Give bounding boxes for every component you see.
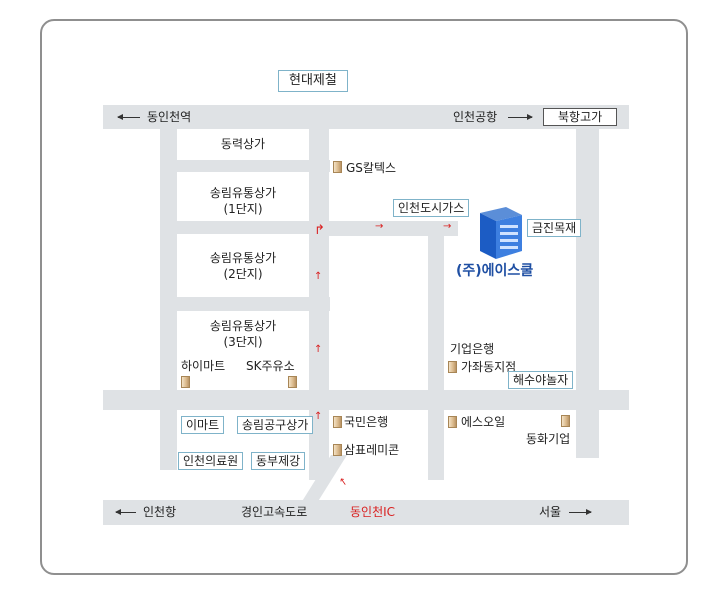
block-songrim-1: 송림유통상가 (1단지) [177, 185, 309, 217]
arrow-left-icon [117, 114, 140, 120]
songrim3-name: 송림유통상가 [209, 319, 277, 333]
gyeongin-expressway-label: 경인고속도로 [241, 505, 308, 519]
seoul-label: 서울 [539, 505, 562, 519]
songrim1-sub: (1단지) [223, 202, 263, 216]
hyundai-steel-label: 현대제철 [278, 70, 348, 92]
building-icon [561, 415, 570, 427]
road-block-divider-1 [160, 160, 330, 172]
incheon-medical-center-label: 인천의료원 [178, 452, 244, 470]
route-arrow-icon: ↱ [314, 223, 325, 238]
songrim2-name: 송림유통상가 [209, 251, 277, 265]
geumjin-lumber-label: 금진목재 [527, 219, 582, 237]
donghwa-label: 동화기업 [526, 432, 571, 446]
ibk-bank-label: 기업은행 [450, 342, 495, 356]
emart-label: 이마트 [181, 416, 225, 434]
building-icon [333, 444, 342, 456]
road-vertical-right [576, 120, 599, 458]
building-icon [448, 416, 457, 428]
company-building-icon [480, 207, 522, 259]
route-arrow-icon: ↑ [314, 411, 323, 422]
songrim-tools-label: 송림공구상가 [237, 416, 314, 434]
road-inner-horizontal [309, 221, 458, 236]
songrim2-sub: (2단지) [223, 267, 263, 281]
incheon-port-label: 인천항 [143, 505, 177, 519]
songrim1-name: 송림유통상가 [209, 186, 277, 200]
incheon-city-gas-label: 인천도시가스 [393, 199, 470, 217]
road-vertical-left [160, 120, 177, 470]
road-block-divider-3 [160, 297, 330, 311]
s-oil-label: 에스오일 [461, 415, 506, 429]
building-icon [181, 376, 190, 388]
arrow-left-icon [115, 509, 136, 515]
gs-caltex-label: GS칼텍스 [346, 161, 397, 175]
ibk-branch-label: 가좌동지점 [461, 360, 517, 374]
arrow-right-icon [569, 509, 592, 515]
himart-label: 하이마트 [181, 359, 226, 373]
block-songrim-3: 송림유통상가 (3단지) [177, 318, 309, 350]
dongbu-steel-label: 동부제강 [251, 452, 306, 470]
sk-gas-station-label: SK주유소 [246, 359, 295, 373]
arrow-right-icon [508, 114, 533, 120]
route-arrow-icon: → [375, 221, 384, 232]
road-block-divider-2 [160, 221, 330, 234]
kookmin-bank-label: 국민은행 [344, 415, 389, 429]
building-icon [448, 361, 457, 373]
haesoo-label: 해수야놀자 [508, 371, 574, 389]
route-arrow-icon: ↑ [314, 271, 323, 282]
donglyeok-label: 동력상가 [220, 137, 266, 151]
sampyo-remicon-label: 삼표레미콘 [344, 443, 400, 457]
route-arrow-icon: ↑ [314, 344, 323, 355]
road-top-horizontal [103, 105, 629, 129]
block-songrim-2: 송림유통상가 (2단지) [177, 250, 309, 282]
dongincheon-station-label: 동인천역 [147, 110, 192, 124]
incheon-airport-label: 인천공항 [453, 110, 498, 124]
building-icon [288, 376, 297, 388]
company-ace-cool-label: (주)에이스쿨 [456, 263, 534, 279]
bukhang-overpass-label: 북항고가 [543, 108, 618, 126]
road-middle-horizontal [103, 390, 629, 410]
route-arrow-icon: → [443, 221, 452, 232]
road-gyeongin-expressway [103, 500, 629, 525]
road-vertical-inner [428, 225, 444, 480]
songrim3-sub: (3단지) [223, 335, 263, 349]
block-donglyeok: 동력상가 [177, 136, 309, 152]
building-icon [333, 161, 342, 173]
building-icon [333, 416, 342, 428]
dongincheon-ic-label: 동인천IC [350, 505, 396, 519]
